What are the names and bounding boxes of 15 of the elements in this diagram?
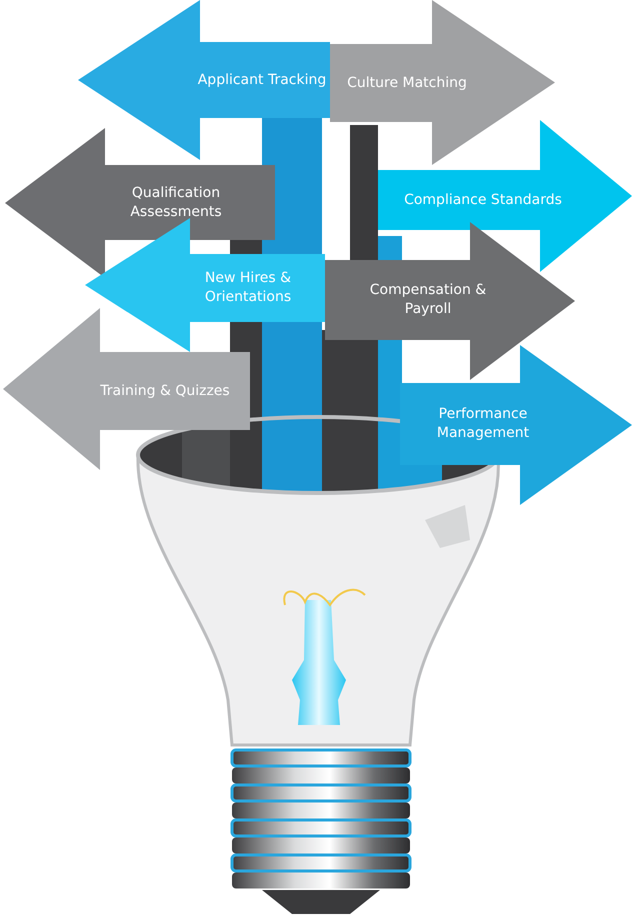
arrow-label: Applicant Tracking (198, 70, 326, 90)
arrow-banner (85, 218, 325, 352)
arrow-label: Qualification Assessments (129, 184, 223, 222)
arrow-banner (3, 308, 250, 470)
arrow-label: Compliance Standards (404, 190, 562, 210)
arrow-banner (378, 120, 632, 272)
arrow-banner (400, 345, 632, 505)
arrow-banner (325, 222, 575, 380)
arrow-label: Culture Matching (347, 74, 467, 92)
arrow-banner (330, 0, 555, 165)
arrow-banner (78, 0, 330, 160)
arrow-label: Training & Quizzes (100, 382, 230, 400)
arrow-label: Compensation & Payroll (368, 281, 488, 319)
arrow-label: New Hires & Orientations (204, 269, 292, 307)
arrow-label: Performance Management (436, 405, 530, 443)
